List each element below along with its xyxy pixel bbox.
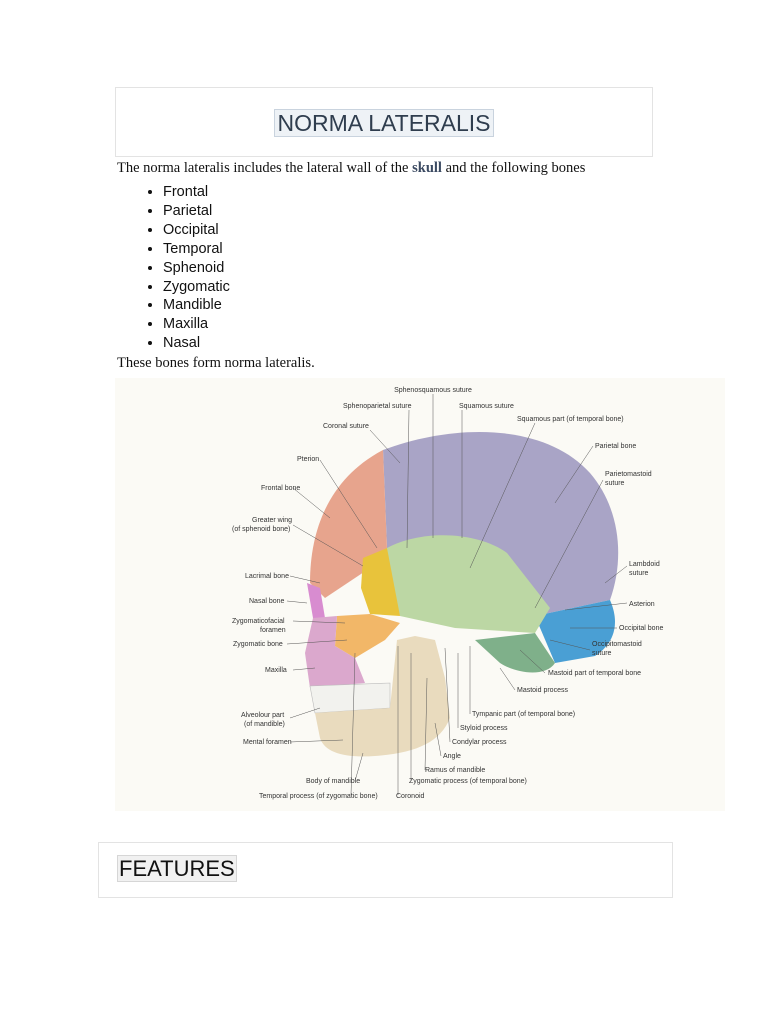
list-item: Occipital — [163, 221, 230, 240]
label-ramus: Ramus of mandible — [425, 767, 485, 774]
temporal-bone-shape — [387, 535, 550, 633]
list-item: Parietal — [163, 202, 230, 221]
occipital-bone-shape — [535, 600, 615, 663]
list-item: Nasal — [163, 334, 230, 353]
label-occipital: Occipital bone — [619, 625, 663, 632]
label-zygomatic-process: Zygomatic process (of temporal bone) — [409, 778, 527, 785]
label-squamous-suture: Squamous suture — [459, 403, 514, 410]
label-occipitomastoid-2: suture — [592, 650, 612, 657]
label-zygomaticofacial-1: Zygomaticofacial — [232, 618, 285, 625]
label-nasal: Nasal bone — [249, 598, 285, 605]
intro-paragraph: The norma lateralis includes the lateral… — [117, 160, 586, 176]
label-greater-wing-1: Greater wing — [252, 517, 292, 524]
title-box: NORMA LATERALIS — [115, 87, 653, 157]
label-body-of-mandible: Body of mandible — [306, 778, 360, 785]
label-frontal: Frontal bone — [261, 485, 300, 492]
nasal-bone-shape — [307, 583, 325, 618]
label-parietomastoid-1: Parietomastoid — [605, 471, 652, 478]
label-asterion: Asterion — [629, 601, 655, 608]
label-pterion: Pterion — [297, 456, 319, 463]
label-lacrimal: Lacrimal bone — [245, 573, 289, 580]
skull-figure: Sphenosquamous suture Sphenoparietal sut… — [115, 378, 725, 811]
label-styloid: Styloid process — [460, 725, 508, 732]
label-tympanic: Tympanic part (of temporal bone) — [472, 711, 575, 718]
mandible-shape — [315, 636, 450, 757]
list-item: Zygomatic — [163, 278, 230, 297]
label-alveolar-1: Alveolour part — [241, 712, 284, 719]
label-zygomatic: Zygomatic bone — [233, 641, 283, 648]
label-lambdoid-2: suture — [629, 570, 649, 577]
features-box: FEATURES — [98, 842, 673, 898]
label-mastoid-process: Mastoid process — [517, 687, 568, 694]
mastoid-shape — [475, 633, 555, 673]
label-mental-foramen: Mental foramen — [243, 739, 292, 746]
label-squamous-part: Squamous part (of temporal bone) — [517, 416, 624, 423]
label-maxilla: Maxilla — [265, 667, 287, 674]
skull-illustration: Sphenosquamous suture Sphenoparietal sut… — [232, 387, 663, 800]
list-item: Maxilla — [163, 315, 230, 334]
skull-link[interactable]: skull — [412, 160, 442, 176]
bones-list: Frontal Parietal Occipital Temporal Sphe… — [145, 183, 230, 353]
list-item: Mandible — [163, 296, 230, 315]
maxilla-shape — [305, 616, 365, 688]
label-sphenosquamous: Sphenosquamous suture — [394, 387, 472, 394]
list-item: Frontal — [163, 183, 230, 202]
outro-paragraph: These bones form norma lateralis. — [117, 355, 315, 371]
label-lambdoid-1: Lambdoid — [629, 561, 660, 568]
label-coronal: Coronal suture — [323, 423, 369, 430]
label-occipitomastoid-1: Occipitomastoid — [592, 641, 642, 648]
label-parietomastoid-2: suture — [605, 480, 625, 487]
list-item: Sphenoid — [163, 259, 230, 278]
label-parietal: Parietal bone — [595, 443, 636, 450]
label-sphenoparietal: Sphenoparietal suture — [343, 403, 412, 410]
label-coronoid: Coronoid — [396, 793, 425, 800]
label-greater-wing-2: (of sphenoid bone) — [232, 526, 290, 533]
label-temporal-process: Temporal process (of zygomatic bone) — [259, 793, 378, 800]
label-alveolar-2: (of mandible) — [244, 721, 285, 728]
label-angle: Angle — [443, 753, 461, 760]
label-condylar: Condylar process — [452, 739, 507, 746]
label-mastoid-part: Mastoid part of temporal bone — [548, 670, 641, 677]
features-heading: FEATURES — [117, 855, 237, 882]
list-item: Temporal — [163, 240, 230, 259]
zygomatic-bone-shape — [335, 614, 400, 658]
leader-lines — [286, 394, 628, 796]
sphenoid-bone-shape — [361, 548, 400, 616]
page-title: NORMA LATERALIS — [116, 109, 652, 137]
label-zygomaticofacial-2: foramen — [260, 627, 286, 634]
teeth-shape — [309, 682, 391, 714]
